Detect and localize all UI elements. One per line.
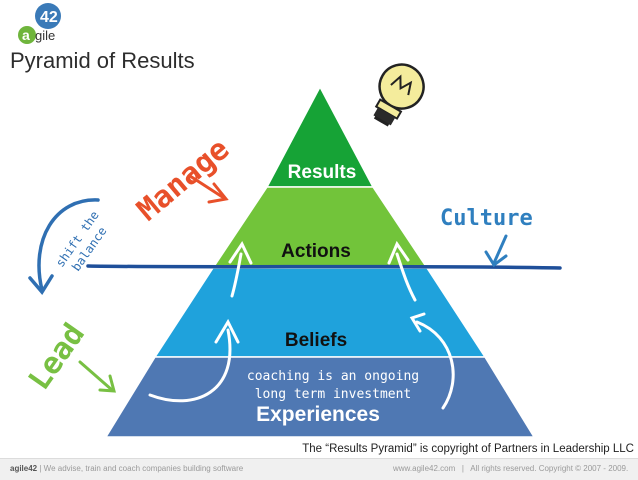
lightbulb-icon (373, 63, 425, 127)
coaching-note-line1: coaching is an ongoing (247, 369, 419, 384)
lead-label: Lead (22, 317, 92, 396)
arrow-right-upper-head (387, 240, 410, 265)
footer-site[interactable]: www.agile42.com (393, 464, 456, 473)
lead-arrow-icon (78, 360, 116, 393)
footer-bar: agile42 | We advise, train and coach com… (0, 458, 638, 480)
logo-a-circle (18, 26, 36, 44)
logo-circle (35, 3, 61, 29)
logo-number: 42 (40, 9, 58, 26)
footer-right: www.agile42.com | All rights reserved. C… (393, 464, 628, 473)
logo-word: gile (35, 28, 55, 43)
agile42-logo: 42 a gile (18, 3, 61, 44)
footer-tagline: | We advise, train and coach companies b… (37, 464, 244, 473)
shift-arrow-icon (28, 198, 100, 295)
copyright-note: The “Results Pyramid” is copyright of Pa… (302, 443, 634, 455)
tier-label-beliefs: Beliefs (285, 330, 347, 351)
arrow-right-lower (415, 320, 455, 410)
culture-arrow-icon (484, 234, 508, 268)
culture-label: Culture (440, 206, 533, 231)
manage-arrow-icon (188, 174, 229, 204)
footer-left: agile42 | We advise, train and coach com… (10, 464, 243, 473)
pyramid-tier-experiences (104, 356, 536, 438)
logo-letter: a (22, 27, 30, 43)
slide-title: Pyramid of Results (10, 48, 195, 73)
coaching-note-line2: long term investment (255, 387, 412, 402)
tier-label-actions: Actions (281, 241, 351, 262)
tier-label-results: Results (288, 162, 357, 183)
arrow-right-upper (395, 252, 417, 302)
footer-brand: agile42 (10, 464, 38, 473)
arrow-left-lower-head (214, 318, 240, 344)
arrow-left-upper-head (228, 240, 253, 265)
footer-separator: | (461, 464, 464, 473)
arrow-left-lower (148, 328, 232, 403)
footer-rights: All rights reserved. Copyright © 2007 - … (470, 464, 629, 473)
manage-label: Manage (131, 132, 237, 228)
arrow-left-upper (230, 252, 243, 298)
culture-line (86, 264, 562, 270)
arrow-right-lower-head (409, 312, 426, 333)
tier-label-experiences: Experiences (256, 403, 380, 426)
